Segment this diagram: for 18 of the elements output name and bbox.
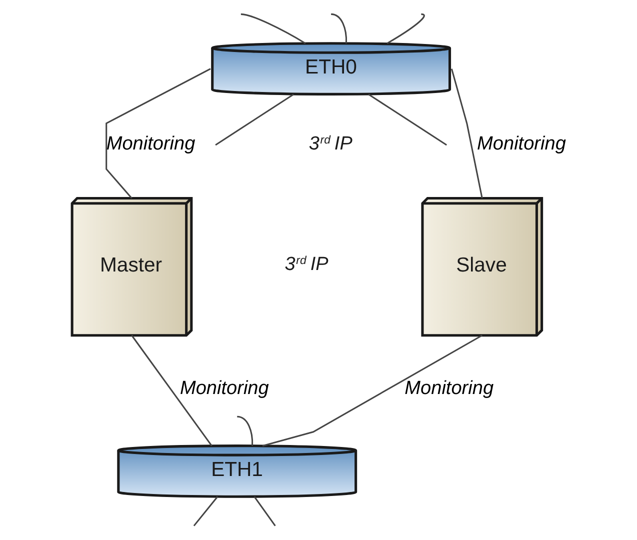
edge-label: Monitoring: [179, 378, 268, 399]
connector: [192, 496, 218, 526]
connector: [330, 13, 347, 44]
connector: [386, 13, 424, 44]
edge-label: Monitoring: [476, 133, 566, 154]
connector: [240, 13, 306, 44]
connector: [214, 94, 294, 146]
connector: [262, 334, 482, 447]
connector: [236, 416, 253, 446]
connector: [253, 496, 276, 526]
connector: [368, 94, 446, 146]
connector: [450, 68, 482, 198]
connector: [105, 68, 210, 199]
label: 3$^{rd}$ IP: [284, 254, 328, 275]
label: 3$^{rd}$ IP: [308, 133, 352, 154]
connector: [130, 334, 212, 446]
edge-label: Monitoring: [106, 133, 195, 154]
edge-label: Monitoring: [404, 378, 494, 399]
